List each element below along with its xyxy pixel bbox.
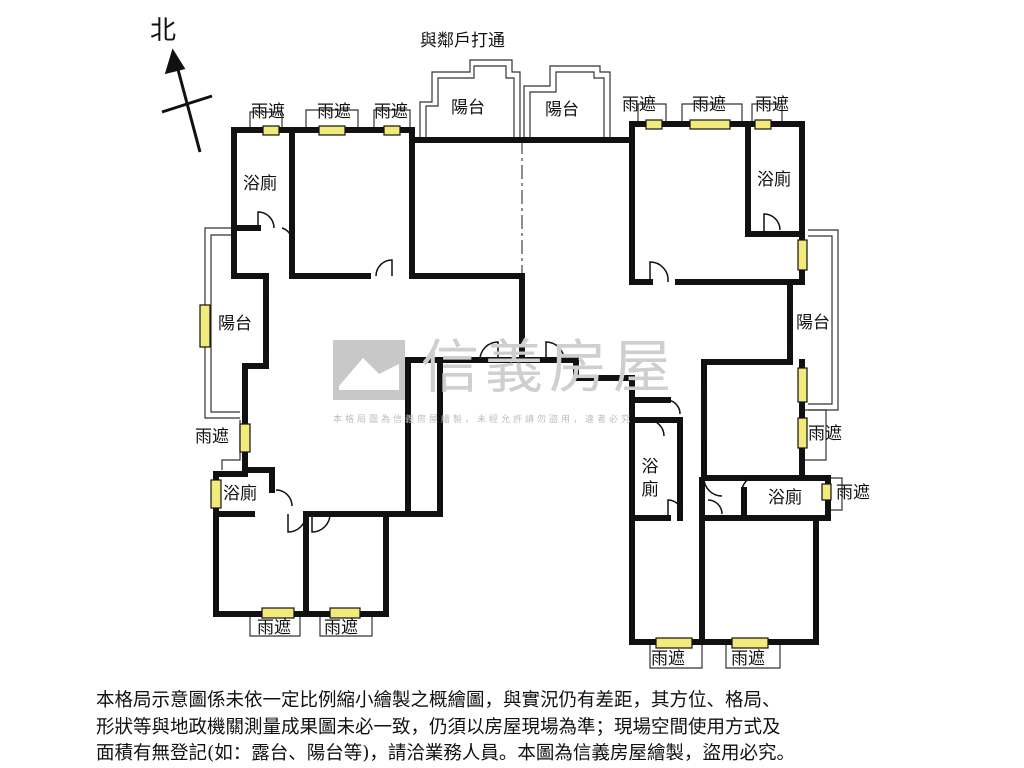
awning-label-8: 雨遮 [808,424,842,444]
bath-label-upper-right: 浴廁 [757,170,791,190]
watermark-title: 信義房屋 [421,333,678,401]
door-swings [257,211,781,533]
balcony-label-right: 陽台 [796,313,830,333]
awning-label-4: 雨遮 [622,95,656,115]
disclaimer-line-3: 面積有無登記(如：露台、陽台等)，請洽業務人員。本圖為信義房屋繪製，盜用必究。 [96,743,795,764]
awning-label-11: 雨遮 [324,618,358,638]
disclaimer: 本格局示意圖係未依一定比例縮小繪製之概繪圖，與實況仍有差距，其方位、格局、 形狀… [96,688,946,768]
balcony-outlines [204,59,843,669]
floor-plan [161,48,843,669]
bath-label-lower-left: 浴廁 [223,484,257,504]
north-arrow-icon [161,48,213,153]
awning-label-7: 雨遮 [195,427,229,447]
awning-label-10: 雨遮 [257,618,291,638]
awning-label-12: 雨遮 [651,649,685,669]
awning-label-13: 雨遮 [731,649,765,669]
sliding-doors [263,139,791,440]
watermark: 信義房屋 本格局圖為信義房屋繪製，未經允許請勿盜用，違者必究 [333,333,693,430]
balcony-label-left: 陽台 [218,314,252,334]
awning-label-3: 雨遮 [374,102,408,122]
balcony-label-top-right: 陽台 [545,100,579,120]
awning-label-1: 雨遮 [251,102,285,122]
balcony-label-top-left: 陽台 [451,98,485,118]
awning-label-5: 雨遮 [692,95,726,115]
awning-label-9: 雨遮 [836,483,870,503]
walls [213,121,831,645]
windows [199,119,832,649]
watermark-subtitle: 本格局圖為信義房屋繪製，未經允許請勿盜用，違者必究 [333,415,634,425]
disclaimer-line-2: 形狀等與地政機關測量成果圖未必一致，仍須以房屋現場為準；現場空間使用方式及 [96,716,781,738]
north-label: 北 [150,16,177,46]
awning-label-6: 雨遮 [755,95,789,115]
awning-label-2: 雨遮 [317,102,351,122]
watermark-logo-icon [333,340,405,400]
bath-label-center: 浴廁 [641,457,659,500]
bath-label-lower-right: 浴廁 [768,488,802,508]
bath-label-upper-left: 浴廁 [243,174,277,194]
neighbor-note: 與鄰戶打通 [420,31,505,51]
disclaimer-line-1: 本格局示意圖係未依一定比例縮小繪製之概繪圖，與實況仍有差距，其方位、格局、 [96,690,781,711]
